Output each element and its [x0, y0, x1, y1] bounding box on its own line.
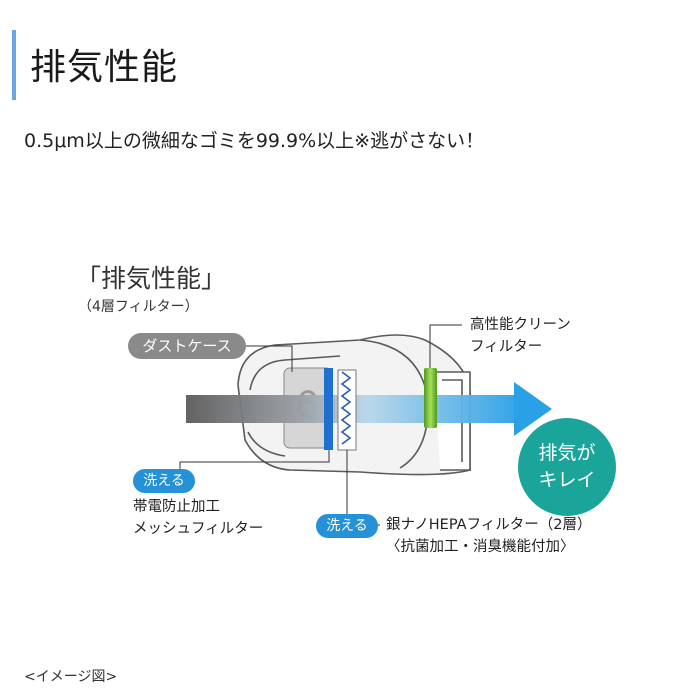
washable-badge: 洗える — [133, 469, 195, 493]
dust-case-label: ダストケース — [128, 333, 246, 359]
subtitle: 0.5μm以上の微細なゴミを99.9%以上※逃がさない！ — [24, 130, 485, 152]
clean-filter-line-2: フィルター — [470, 339, 543, 355]
clean-filter-line-1: 高性能クリーン — [470, 317, 571, 333]
mesh-filter-note: 帯電防止加工 メッシュフィルター — [133, 496, 263, 540]
clean-filter — [424, 368, 437, 428]
mesh-filter — [324, 368, 333, 450]
hepa-filter — [337, 369, 357, 451]
diagram-sublabel: （4層フィルター） — [78, 299, 199, 315]
hepa-filter-line-2: 〈抗菌加工・消臭機能付加〉 — [386, 539, 575, 555]
clean-air-line-2: キレイ — [538, 469, 596, 491]
hepa-filter-note: 銀ナノHEPAフィルター（2層） 〈抗菌加工・消臭機能付加〉 — [386, 514, 592, 558]
diagram-label: 「排気性能」 — [76, 264, 227, 293]
clean-air-badge: 排気が キレイ — [518, 418, 616, 516]
image-note: <イメージ図> — [24, 669, 118, 685]
mesh-filter-line-1: 帯電防止加工 — [133, 499, 220, 515]
clean-filter-note: 高性能クリーン フィルター — [470, 314, 571, 358]
mesh-filter-line-2: メッシュフィルター — [133, 521, 264, 537]
hepa-filter-line-1: 銀ナノHEPAフィルター（2層） — [386, 517, 592, 533]
clean-air-line-1: 排気が — [538, 442, 596, 464]
washable-badge-hepa: 洗える — [316, 514, 378, 538]
page-title: 排気性能 — [30, 47, 179, 88]
title-accent-bar — [12, 30, 16, 100]
